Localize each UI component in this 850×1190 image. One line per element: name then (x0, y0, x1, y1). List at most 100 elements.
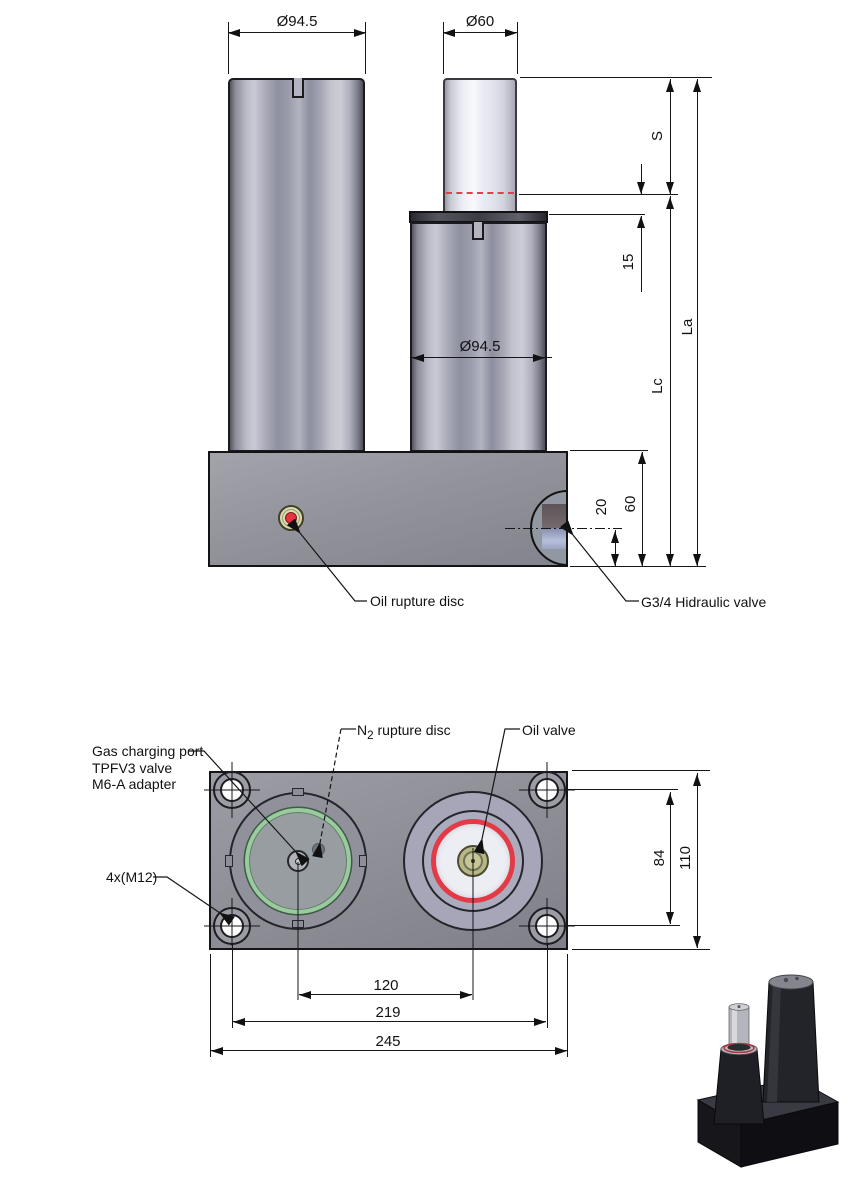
render-rod-top-dot (737, 1005, 741, 1009)
dim-line-110 (697, 773, 698, 948)
n2-rest: rupture disc (373, 722, 451, 738)
dim-label-Lc: Lc (649, 378, 666, 394)
render-oil-cylinder-cone (713, 1048, 765, 1125)
dim-line-d945-inner (412, 357, 552, 358)
ext-line-plate-top (572, 770, 710, 771)
ext-line (517, 22, 518, 74)
inner-cylinder-notch (472, 222, 484, 240)
dim-line-245 (211, 1050, 567, 1051)
dim-line-La (697, 79, 698, 566)
render-red-seal-ring (723, 1042, 755, 1054)
ext-line-plate-bottom (572, 949, 710, 950)
dim-line-60 (642, 452, 643, 566)
dim-line-S (670, 79, 671, 194)
valve-bore-lower (542, 528, 566, 549)
iso-3d-render (696, 974, 840, 1168)
arrowhead (638, 452, 646, 464)
hydraulic-valve-label: G3/4 Hidraulic valve (641, 594, 767, 610)
arrowhead (299, 991, 311, 999)
piston-rod (443, 78, 517, 214)
n2-rupture-disc-label: N2 rupture disc (357, 722, 451, 744)
oil-valve-label: Oil valve (522, 722, 576, 738)
arrowhead (693, 936, 701, 948)
arrowhead (354, 29, 366, 37)
arrowhead (534, 1018, 546, 1026)
dim-label-110: 110 (677, 846, 694, 870)
arrowhead (638, 554, 646, 566)
ext-line-hole-right (547, 944, 548, 1028)
arrowhead (666, 80, 674, 92)
arrowhead (233, 1018, 245, 1026)
render-rod-highlight (732, 1008, 737, 1048)
gas-label-line1: Gas charging port (92, 743, 204, 759)
bolt-hole-bore (535, 778, 559, 802)
gas-port-center (294, 857, 302, 865)
ext-line (443, 22, 444, 74)
arrowhead (666, 912, 674, 924)
dim-line-Lc (670, 196, 671, 566)
dim-label-120: 120 (373, 977, 399, 994)
render-cap-port-dot (795, 976, 799, 981)
dim-line-15-upper (641, 164, 642, 194)
dim-label-stroke: S (649, 131, 666, 142)
ext-line-plate-right (567, 954, 568, 1057)
dim-label-La: La (679, 318, 696, 336)
leader-hydraulic-valve (559, 520, 639, 602)
dim-label-d945-inner: Ø94.5 (459, 338, 501, 355)
ext-line-base-top (570, 450, 648, 451)
ext-line-hole-bottom (566, 925, 680, 926)
n2-rupture-disc-dot (312, 843, 325, 856)
bolt-hole-top-right (528, 771, 566, 809)
dim-line-d945 (228, 32, 366, 33)
arrowhead (693, 554, 701, 566)
arrowhead (555, 1047, 567, 1055)
dim-line-15-lower (641, 216, 642, 292)
arrowhead (637, 216, 645, 228)
gas-charging-port-label: Gas charging port TPFV3 valve M6-A adapt… (92, 743, 203, 793)
render-gas-cylinder-highlight (767, 982, 781, 1102)
render-cap-port-dot (783, 977, 789, 983)
arrowhead (211, 1047, 223, 1055)
inner-oil-cylinder (410, 222, 547, 452)
arrowhead (460, 991, 472, 999)
ext-line-base-bottom (570, 566, 706, 567)
dim-line-120 (299, 994, 472, 995)
oil-rupture-disc (278, 505, 304, 531)
flange-tab-right (359, 855, 367, 867)
ext-line-hole-top (566, 789, 678, 790)
dim-label-84: 84 (651, 849, 668, 867)
arrowhead (693, 774, 701, 786)
dim-line-84 (670, 792, 671, 924)
ext-line-stroke (519, 194, 678, 195)
flange-tab-bottom (292, 920, 304, 928)
dim-label-245: 245 (375, 1033, 401, 1050)
ext-line-plate-left (210, 954, 211, 1057)
flange-tab-top (292, 788, 304, 796)
gas-charging-port (287, 850, 309, 872)
dim-label-d945-outer: Ø94.5 (276, 13, 318, 30)
arrowhead (412, 354, 424, 362)
arrowhead (666, 793, 674, 805)
flange-tab-left (225, 855, 233, 867)
n2-prefix: N (357, 722, 368, 738)
ext-line (365, 22, 366, 74)
ext-line (228, 22, 229, 74)
dim-label-15: 15 (620, 253, 637, 271)
arrowhead (666, 554, 674, 566)
base-block (208, 451, 568, 567)
render-base-right-face (740, 1101, 839, 1168)
render-gas-cylinder-cap (768, 974, 814, 990)
bolt-hole-bottom-right (528, 907, 566, 945)
bolt-hole-bore (220, 914, 244, 938)
n2-subscript: 2 (367, 728, 374, 742)
oil-rupture-disc-label: Oil rupture disc (370, 593, 465, 609)
ext-line-hole-left (232, 944, 233, 1028)
outer-cylinder-notch (292, 78, 304, 98)
ext-line-rod-top (520, 77, 712, 78)
bolt-hole-bore (220, 778, 244, 802)
gas-label-line3: M6-A adapter (92, 776, 177, 792)
arrowhead (505, 29, 517, 37)
dim-label-60: 60 (622, 495, 639, 513)
arrowhead (637, 182, 645, 194)
